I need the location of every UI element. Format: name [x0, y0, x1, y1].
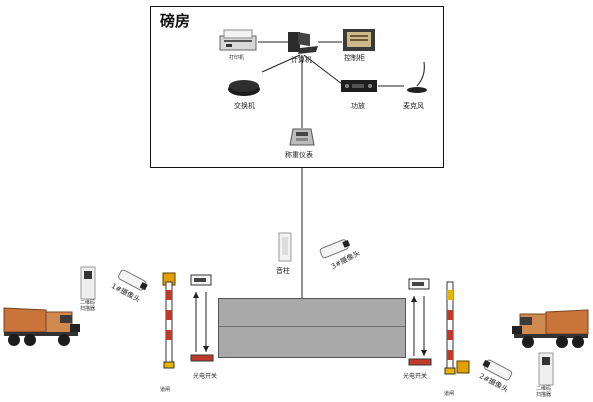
- qr-scanner-right-label: 二维码 扫描器: [536, 386, 551, 398]
- sensor-left-base-icon: [190, 354, 214, 362]
- gate-right-label: 道闸: [444, 391, 455, 397]
- qr-scanner-left-icon: [80, 266, 96, 300]
- cabinet-icon: [343, 29, 375, 51]
- camera-2-icon: [482, 359, 513, 381]
- indicator-label: 称重仪表: [285, 151, 313, 159]
- truck-left-icon: [3, 307, 80, 346]
- printer-label: 打印机: [229, 55, 245, 61]
- room-title: 磅房: [160, 12, 191, 30]
- computer-icon: [288, 32, 318, 54]
- qr-scanner-left-line1: 二维码: [80, 300, 96, 306]
- speaker-label: 音柱: [276, 267, 290, 275]
- computer-label: 计算机: [291, 56, 312, 64]
- scale-platform: [218, 298, 406, 358]
- barrier-gate-right-icon: [444, 281, 456, 375]
- switch-label: 交换机: [234, 102, 255, 110]
- sensor-right-icon: [408, 278, 430, 290]
- cabinet-label: 控制柜: [344, 54, 365, 62]
- sensor-right-label: 光电开关: [403, 373, 428, 380]
- gate-left-label: 道闸: [160, 387, 171, 393]
- camera-3-icon: [319, 239, 351, 259]
- microphone-icon: [407, 61, 427, 93]
- truck-right-icon: [512, 309, 589, 348]
- qr-scanner-right-line1: 二维码: [536, 386, 552, 392]
- sensor-right-base-icon: [408, 358, 432, 366]
- amplifier-icon: [341, 80, 377, 92]
- qr-scanner-right-line2: 扫描器: [536, 392, 552, 398]
- gate-light-right-icon: [456, 360, 470, 374]
- indicator-icon: [289, 128, 315, 146]
- speaker-icon: [278, 232, 292, 262]
- sensor-left-icon: [190, 274, 212, 286]
- microphone-label: 麦克风: [403, 102, 424, 110]
- camera-1-icon: [118, 269, 148, 291]
- qr-scanner-left-line2: 扫描器: [80, 306, 96, 312]
- printer-icon: [219, 29, 257, 51]
- switch-icon: [228, 80, 260, 96]
- sensor-left-label: 光电开关: [193, 373, 218, 380]
- qr-scanner-left-label: 二维码 扫描器: [80, 300, 95, 312]
- barrier-gate-left-icon: [163, 281, 175, 369]
- qr-scanner-right-icon: [538, 352, 554, 386]
- amplifier-label: 功放: [351, 102, 365, 110]
